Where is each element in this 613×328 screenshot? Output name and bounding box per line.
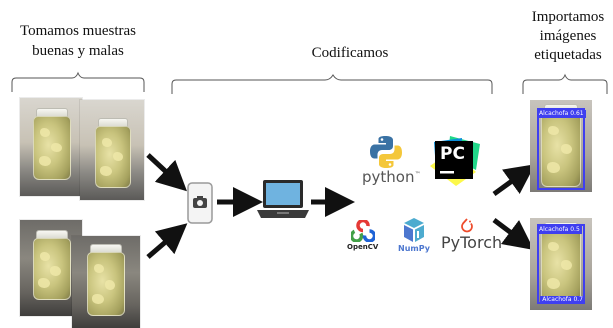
detection-label-top: Alcachofa 0.61 xyxy=(537,110,586,118)
sampling-brace xyxy=(11,71,145,92)
opencv-icon xyxy=(349,218,377,243)
arrow-top-to-phone xyxy=(146,153,187,192)
output-image-bottom: Alcachofa 0.5 Alcachofa 0.7 xyxy=(530,218,592,310)
sample-photo-bad-1 xyxy=(20,220,82,316)
import-title-line2: imágenes xyxy=(539,28,597,44)
pycharm-icon xyxy=(430,136,480,186)
python-icon xyxy=(368,134,404,170)
sample-photo-good-1 xyxy=(20,98,82,196)
arrow-bottom-to-phone xyxy=(146,223,188,259)
arrow-to-bottom-output xyxy=(492,218,534,250)
import-title-line3: etiquetadas xyxy=(534,47,602,63)
phone-camera-icon xyxy=(186,182,214,224)
coding-brace xyxy=(171,74,493,94)
numpy-label: NumPy xyxy=(398,244,430,253)
coding-title: Codificamos xyxy=(311,45,389,61)
output-image-top: Alcachofa 0.61 xyxy=(530,100,592,192)
laptop-icon xyxy=(255,178,311,222)
pycharm-label: PC xyxy=(440,144,465,164)
python-wordmark: python™ xyxy=(362,168,420,186)
import-brace xyxy=(522,73,608,94)
arrow-to-top-output xyxy=(492,164,536,197)
sampling-title-line1: Tomamos muestras xyxy=(19,23,136,39)
detection-label-bottom-top: Alcachofa 0.5 xyxy=(537,226,582,234)
detection-label-bottom-bottom: Alcachofa 0.7 xyxy=(540,296,585,304)
sample-photo-bad-2 xyxy=(72,236,140,328)
detection-box-bottom: Alcachofa 0.5 Alcachofa 0.7 xyxy=(537,224,585,304)
pytorch-icon xyxy=(460,218,474,234)
sampling-title-line2: buenas y malas xyxy=(32,43,124,59)
sample-photo-good-2 xyxy=(80,100,144,200)
opencv-label: OpenCV xyxy=(347,243,379,251)
python-label: python xyxy=(362,168,415,186)
numpy-icon xyxy=(402,217,426,243)
detection-box-top: Alcachofa 0.61 xyxy=(537,108,586,190)
import-title-line1: Importamos xyxy=(531,9,605,25)
python-tm: ™ xyxy=(414,171,421,178)
pytorch-label: PyTorch xyxy=(441,233,503,252)
